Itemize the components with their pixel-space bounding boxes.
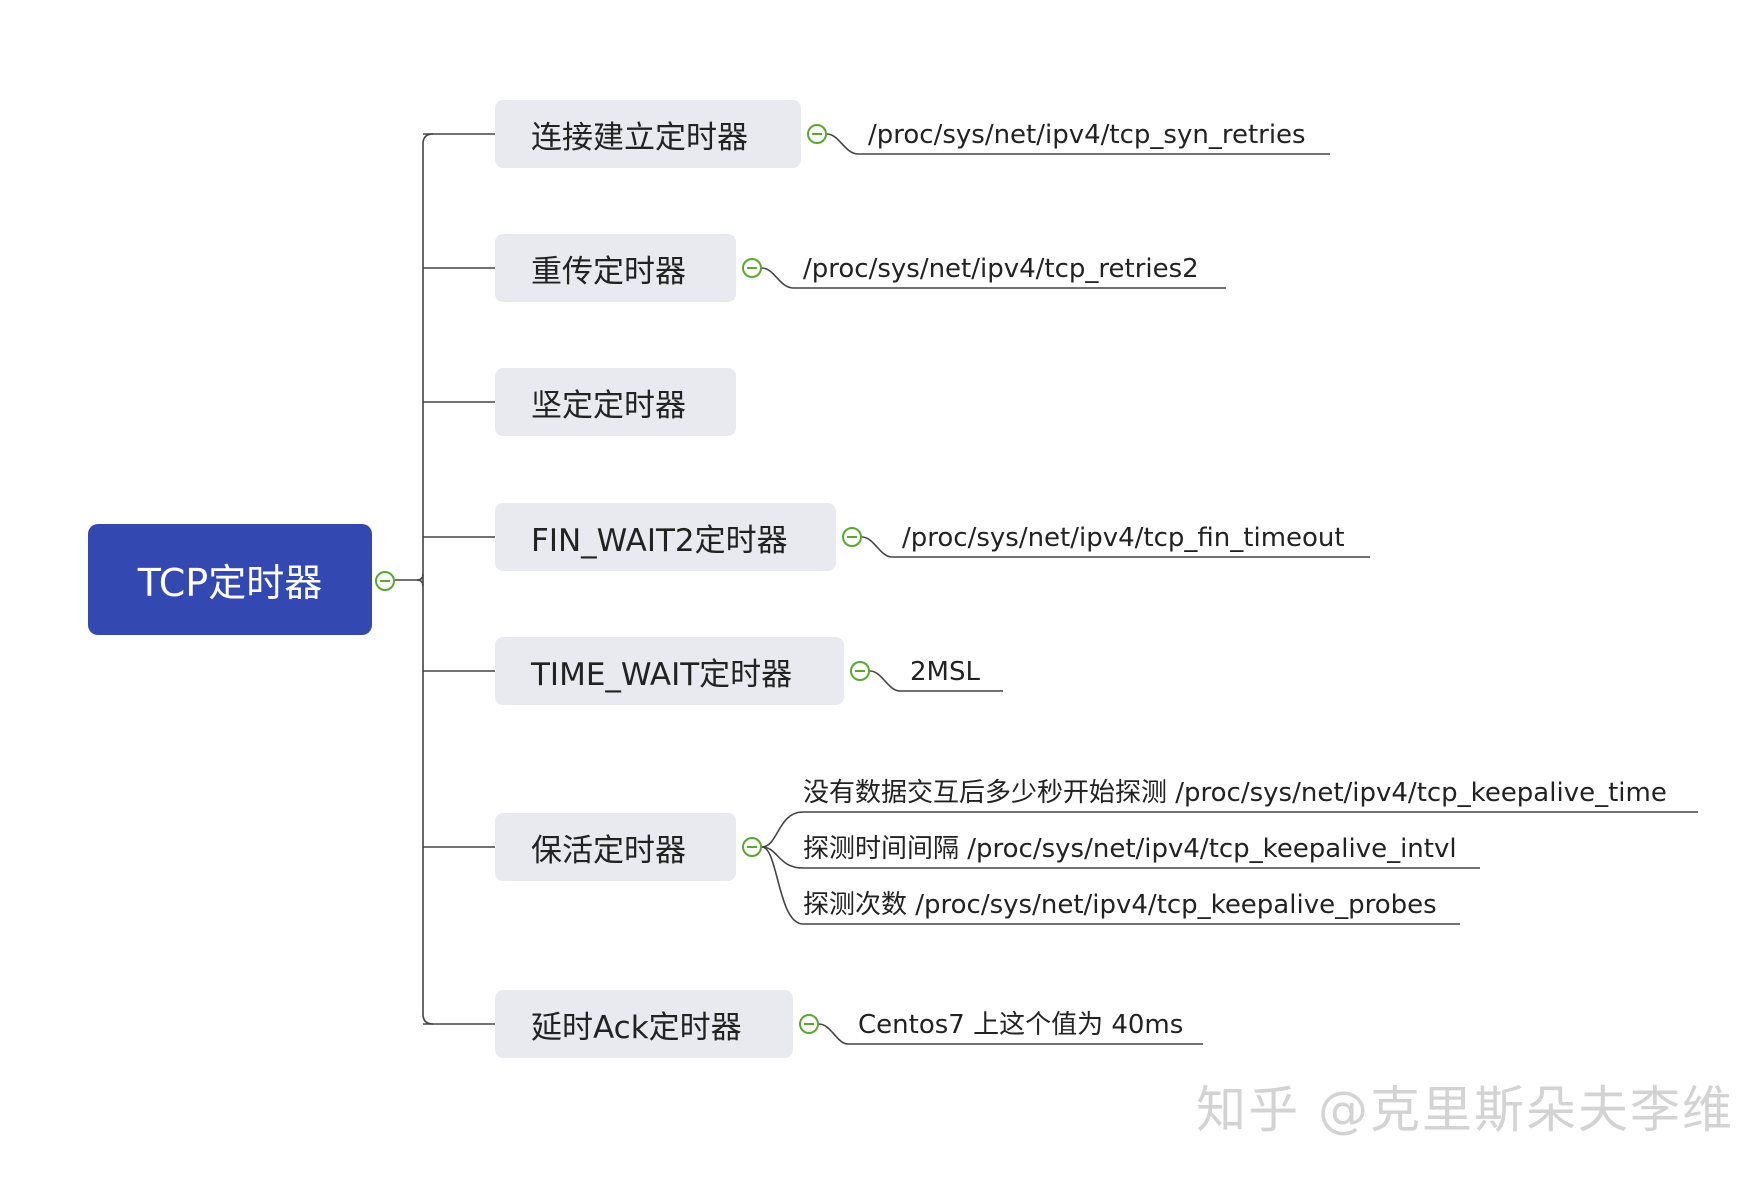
collapse-icon[interactable] [850, 661, 870, 681]
leaf-text[interactable]: 2MSL [910, 657, 980, 687]
leaf-text[interactable]: Centos7 上这个值为 40ms [858, 1010, 1184, 1040]
leaf-text[interactable]: /proc/sys/net/ipv4/tcp_retries2 [803, 254, 1199, 284]
collapse-icon[interactable] [842, 527, 862, 547]
root-connector-lower [416, 579, 424, 587]
leaf-connector [761, 267, 1226, 289]
branch-node[interactable]: FIN_WAIT2定时器 [495, 503, 836, 571]
collapse-icon[interactable] [799, 1014, 819, 1034]
branch-node-label: 连接建立定时器 [531, 119, 748, 156]
leaf-text[interactable]: /proc/sys/net/ipv4/tcp_fin_timeout [902, 523, 1345, 553]
leaf-connector [861, 536, 1370, 558]
branch-node-label: TIME_WAIT定时器 [531, 656, 793, 693]
root-node-label: TCP定时器 [137, 561, 323, 605]
branch-node-label: 重传定时器 [531, 253, 686, 290]
branch-node-label: 坚定定时器 [531, 387, 686, 424]
branch-node-label: 保活定时器 [531, 832, 686, 869]
leaf-text[interactable]: /proc/sys/net/ipv4/tcp_syn_retries [868, 120, 1306, 150]
collapse-icon[interactable] [742, 258, 762, 278]
branch-node[interactable]: 延时Ack定时器 [495, 990, 793, 1058]
branch-node[interactable]: 连接建立定时器 [495, 100, 801, 168]
leaf-connector [761, 811, 1698, 848]
leaf-connector [826, 133, 1330, 155]
branch-node[interactable]: TIME_WAIT定时器 [495, 637, 844, 705]
leaf-text[interactable]: 探测时间间隔 /proc/sys/net/ipv4/tcp_keepalive_… [803, 834, 1457, 864]
leaf-connector [761, 846, 1480, 869]
branch-node-label: 延时Ack定时器 [531, 1009, 742, 1046]
root-collapse-icon[interactable] [375, 571, 395, 591]
leaf-connector [869, 670, 1003, 692]
leaf-text[interactable]: 探测次数 /proc/sys/net/ipv4/tcp_keepalive_pr… [803, 890, 1437, 920]
trunk-line [422, 133, 434, 1025]
leaf-connector [761, 846, 1460, 925]
collapse-icon[interactable] [807, 124, 827, 144]
watermark: 知乎 @克里斯朵夫李维 [1196, 1081, 1734, 1139]
branch-node[interactable]: 重传定时器 [495, 234, 736, 302]
branch-node[interactable]: 保活定时器 [495, 813, 736, 881]
leaf-connector [818, 1023, 1203, 1045]
leaf-text[interactable]: 没有数据交互后多少秒开始探测 /proc/sys/net/ipv4/tcp_ke… [803, 778, 1667, 808]
root-node[interactable]: TCP定时器 [88, 524, 372, 635]
root-connector [395, 573, 424, 581]
branch-node[interactable]: 坚定定时器 [495, 368, 736, 436]
collapse-icon[interactable] [742, 837, 762, 857]
branch-node-label: FIN_WAIT2定时器 [531, 522, 788, 559]
